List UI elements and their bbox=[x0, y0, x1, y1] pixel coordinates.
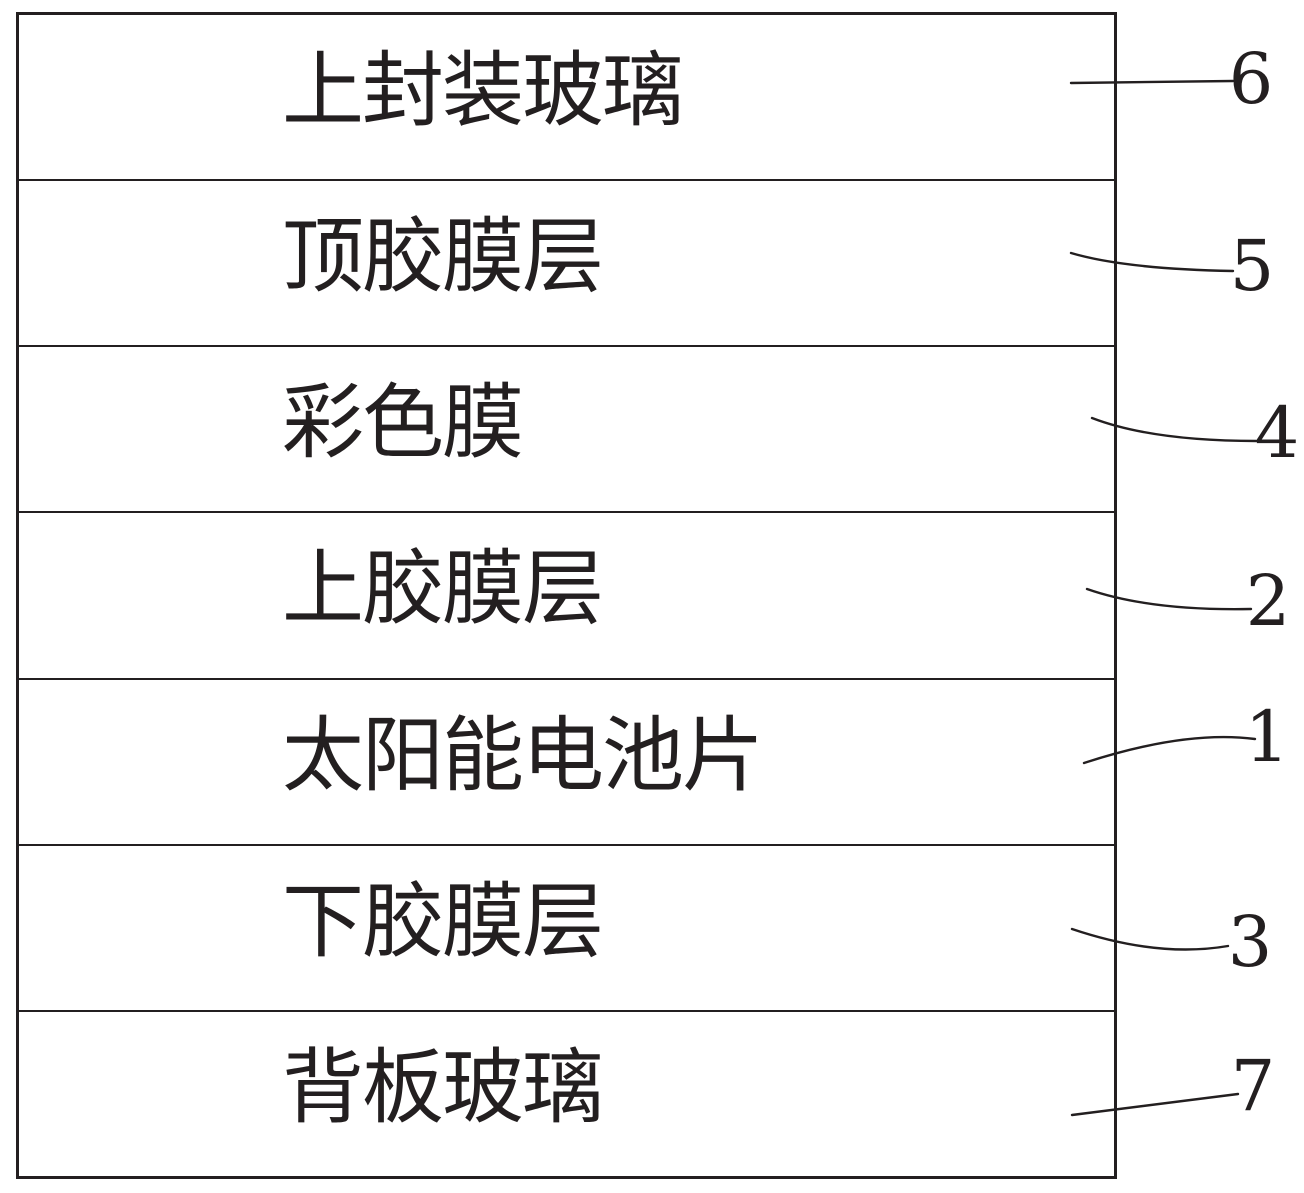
layer-label-top-adhesive-film: 顶胶膜层 bbox=[282, 209, 604, 305]
ref-number-3: 3 bbox=[1227, 901, 1273, 983]
layer-row-top-encapsulation-glass: 上封装玻璃 bbox=[19, 15, 1114, 182]
layer-label-solar-cell: 太阳能电池片 bbox=[282, 707, 764, 803]
layer-label-upper-adhesive-film: 上胶膜层 bbox=[282, 541, 604, 637]
layer-label-top-encapsulation-glass: 上封装玻璃 bbox=[282, 43, 684, 139]
ref-number-5: 5 bbox=[1229, 225, 1275, 307]
ref-number-1: 1 bbox=[1244, 696, 1290, 778]
layer-row-upper-adhesive-film: 上胶膜层 bbox=[19, 513, 1114, 680]
ref-number-4: 4 bbox=[1254, 392, 1300, 474]
layer-row-solar-cell: 太阳能电池片 bbox=[19, 680, 1114, 846]
ref-number-6: 6 bbox=[1228, 38, 1274, 120]
ref-number-2: 2 bbox=[1245, 560, 1291, 642]
layer-row-backsheet-glass: 背板玻璃 bbox=[19, 1012, 1114, 1176]
layer-stack-box: 上封装玻璃 顶胶膜层 彩色膜 上胶膜层 太阳能电池片 下胶膜层 背板玻璃 bbox=[16, 12, 1117, 1179]
layer-label-color-film: 彩色膜 bbox=[282, 375, 524, 471]
layer-label-lower-adhesive-film: 下胶膜层 bbox=[282, 874, 604, 970]
layer-row-color-film: 彩色膜 bbox=[19, 347, 1114, 514]
layer-label-backsheet-glass: 背板玻璃 bbox=[282, 1040, 604, 1136]
layer-row-top-adhesive-film: 顶胶膜层 bbox=[19, 181, 1114, 348]
layer-row-lower-adhesive-film: 下胶膜层 bbox=[19, 846, 1114, 1012]
ref-number-7: 7 bbox=[1230, 1045, 1276, 1127]
